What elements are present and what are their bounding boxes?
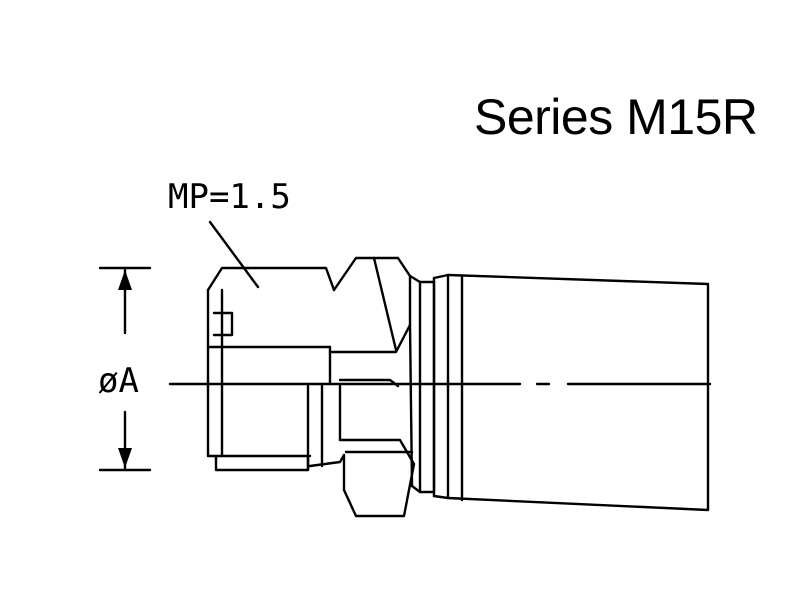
threaded-nose [206,266,346,472]
callout-leader-line [208,220,260,289]
thread-pitch-callout: MP=1.5 [168,177,291,217]
dimension-arrow-down-icon [118,448,132,468]
collar [408,274,436,498]
dimension-arrow-up-icon [118,270,132,290]
series-title: Series M15R [474,89,758,145]
diameter-dimension: øA [98,266,152,472]
diameter-label: øA [98,361,139,401]
hex-nut [328,256,416,518]
ferrule-body [432,273,710,512]
